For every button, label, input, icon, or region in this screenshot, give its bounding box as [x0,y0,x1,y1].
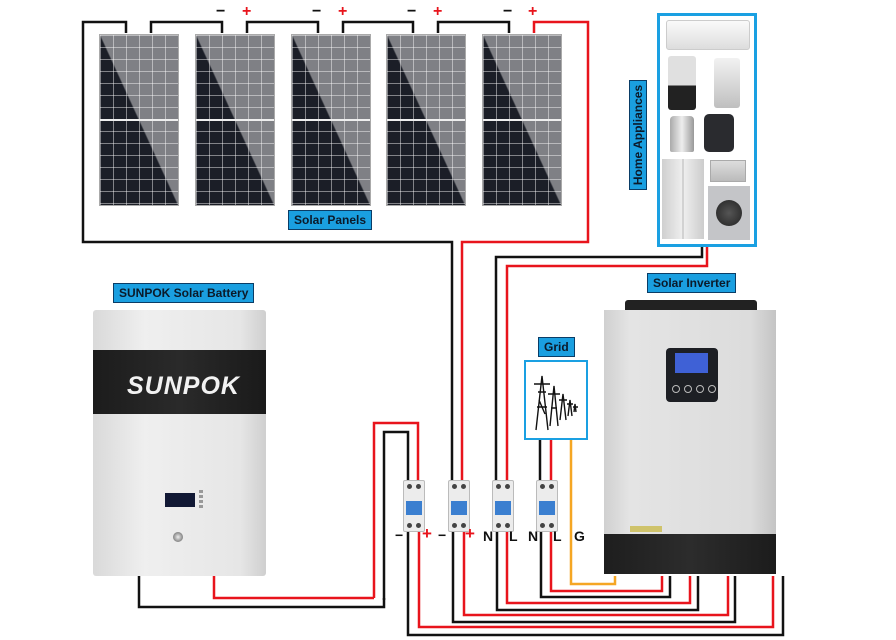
kettle-icon [670,116,694,152]
terminal-load-l: L [509,528,518,544]
terminal-battery-pos: + [422,524,432,543]
inverter-label: Solar Inverter [647,273,737,293]
refrigerator-icon [662,159,704,239]
solar-panel-3 [291,34,371,206]
inverter-lcd [675,353,708,373]
solar-panel-2 [195,34,275,206]
grid-box [524,360,588,440]
solar-panel-4 [386,34,466,206]
grid-label: Grid [538,337,575,357]
out-solar-neg [451,530,737,624]
battery-breaker-neg-loop [382,430,410,600]
air-conditioner-icon [666,20,750,50]
out-grid-n [539,530,672,599]
terminal-solar-pos: + [465,524,475,543]
out-grid-l [549,530,664,593]
solar-panel-1 [99,34,179,206]
warning-sticker [630,526,662,532]
battery-status-leds [199,490,215,512]
panel-4-positive-mark: + [433,3,443,20]
sunpok-logo: SUNPOK [127,372,240,400]
breaker-solar[interactable] [448,480,470,532]
breaker-grid[interactable] [536,480,558,532]
home-appliances-label: Home Appliances [629,80,647,190]
terminal-load-n: N [483,528,494,544]
washing-machine-icon [708,186,750,240]
battery-negative-wire [137,576,386,609]
panel-3-positive-mark: + [338,3,348,20]
inverter-mount-bracket [625,300,757,312]
terminal-grid-l: L [553,528,562,544]
out-load-n [495,530,700,612]
out-battery-neg [406,530,785,637]
blender-icon [668,56,696,110]
inverter-buttons[interactable] [672,385,716,393]
load-live-wire [505,242,709,480]
solar-battery: SUNPOK [93,310,266,576]
panel-link-4-5 [436,20,511,33]
panel-link-2-3 [245,20,320,33]
breaker-load[interactable] [492,480,514,532]
panel-2-negative-mark: − [216,3,226,20]
battery-breaker-pos-loop [372,421,420,598]
out-battery-pos [417,530,775,629]
solar-panels-label: Solar Panels [288,210,373,230]
inverter-terminal-cover [604,534,776,574]
panel-5-negative-mark: − [503,3,513,20]
power-tower-icon [534,375,578,431]
air-fryer-icon [704,114,734,152]
battery-positive-wire [212,576,374,600]
terminal-solar-neg: − [438,527,447,543]
panel-link-3-4 [341,20,415,33]
panel-link-1-2 [149,20,224,33]
terminal-battery-neg: − [395,527,404,543]
solar-inverter [604,310,776,574]
panel-3-negative-mark: − [312,3,322,20]
battery-logo-band: SUNPOK [93,350,266,414]
food-processor-icon [714,58,740,108]
breaker-battery[interactable] [403,480,425,532]
terminal-grid-g: G [574,528,585,544]
grid-ground-wire [569,438,617,586]
out-load-l [505,530,692,605]
battery-power-button[interactable] [173,532,183,542]
panel-5-positive-mark: + [528,3,538,20]
load-neutral-wire [494,242,704,480]
panel-2-positive-mark: + [242,3,252,20]
solar-positive-wire [460,20,590,480]
terminal-grid-n: N [528,528,539,544]
toaster-oven-icon [710,160,746,182]
battery-label: SUNPOK Solar Battery [113,283,255,303]
out-solar-pos [462,530,730,617]
solar-panel-5 [482,34,562,206]
battery-display [165,493,195,507]
solar-negative-wire [81,20,454,480]
panel-4-negative-mark: − [407,3,417,20]
inverter-control-panel [666,348,718,402]
home-appliances-box [657,13,757,247]
